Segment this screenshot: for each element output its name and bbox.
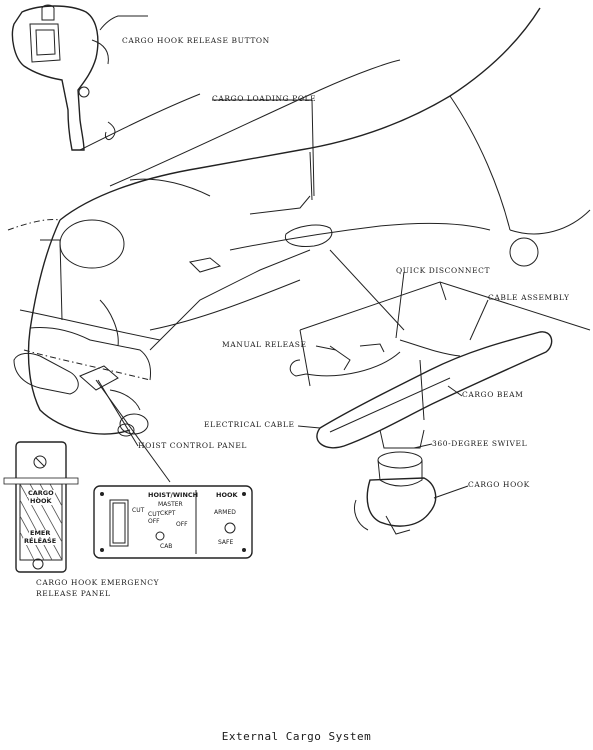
label-emergency-release-panel-line1: CARGO HOOK EMERGENCY	[36, 578, 160, 587]
hoist-panel-ckpt-text: CKPT	[160, 510, 176, 517]
cyclic-grip-drawing	[11, 4, 148, 151]
hoist-panel-off-text: OFF	[176, 521, 188, 528]
label-cable-assembly: CABLE ASSEMBLY	[488, 293, 570, 302]
hoist-panel-master-text: MASTER	[158, 501, 183, 508]
label-manual-release: MANUAL RELEASE	[222, 340, 307, 349]
label-quick-disconnect: QUICK DISCONNECT	[396, 266, 491, 275]
hoist-panel-armed-text: ARMED	[214, 509, 236, 516]
label-360-degree-swivel: 360-DEGREE SWIVEL	[432, 439, 528, 448]
figure-caption: External Cargo System	[221, 730, 372, 743]
label-cargo-hook-release-button: CARGO HOOK RELEASE BUTTON	[122, 36, 270, 45]
hoist-panel-safe-text: SAFE	[218, 539, 234, 546]
hoist-panel-hook-text: HOOK	[216, 491, 238, 499]
emergency-panel-hook-text: HOOK	[29, 497, 53, 505]
helicopter-fuselage-drawing	[7, 7, 591, 437]
emergency-panel-cargo-text: CARGO	[27, 489, 55, 497]
hoist-panel-hoist-winch-text: HOIST/WINCH	[148, 491, 199, 499]
emergency-panel-emer-text: EMER	[29, 529, 52, 537]
cargo-beam-assembly-drawing	[289, 281, 591, 535]
label-hoist-control-panel: HOIST CONTROL PANEL	[138, 441, 247, 450]
label-cargo-loading-pole: CARGO LOADING POLE	[212, 94, 317, 103]
hoist-panel-cut-off2-text: OFF	[148, 518, 160, 525]
hoist-control-panel-drawing	[93, 485, 253, 559]
emergency-release-panel-drawing	[3, 441, 79, 573]
callout-leader-lines	[95, 99, 489, 499]
label-cargo-beam: CARGO BEAM	[462, 390, 524, 399]
label-electrical-cable: ELECTRICAL CABLE	[204, 420, 295, 429]
label-cargo-hook: CARGO HOOK	[468, 480, 530, 489]
label-emergency-release-panel-line2: RELEASE PANEL	[36, 589, 111, 598]
emergency-panel-release-text: RELEASE	[23, 537, 58, 545]
hoist-panel-cab-text: CAB	[160, 543, 173, 550]
hoist-panel-cut-text: CUT	[132, 507, 145, 514]
hoist-panel-cut-off-text: CUT	[148, 511, 161, 518]
